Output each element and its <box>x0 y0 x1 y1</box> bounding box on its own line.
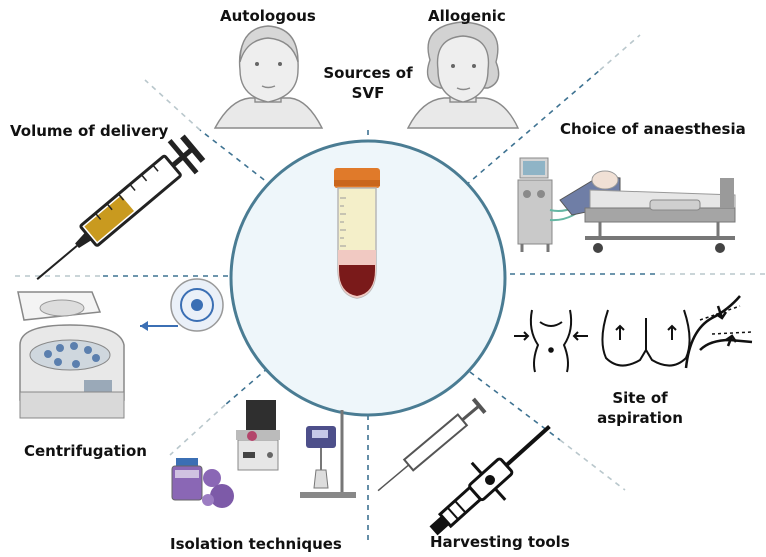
cannula-icon <box>429 424 551 536</box>
torso-icon <box>514 309 588 373</box>
harvesting-syringe-icon <box>377 397 487 492</box>
rotation-icon <box>140 278 224 332</box>
factor-centrifugation-label: Centrifugation <box>24 442 147 460</box>
divider-lines <box>10 34 766 540</box>
factor-site-line2: aspiration <box>597 409 683 427</box>
source-allogenic-label: Allogenic <box>428 7 506 25</box>
divider-lower-left-fade <box>169 404 226 456</box>
anaesthesia-bed-icon <box>517 157 736 253</box>
factor-anaesthesia-label: Choice of anaesthesia <box>560 120 746 138</box>
isolation-bottle-icon <box>171 458 234 508</box>
autologous-person-icon <box>213 25 324 129</box>
center-title-line2: SVF <box>351 84 385 102</box>
flank-icon <box>684 295 753 369</box>
factor-isolation-label: Isolation techniques <box>170 535 342 553</box>
divider-upper-left <box>199 129 273 187</box>
divider-upper-right <box>457 69 601 193</box>
factor-harvesting-label: Harvesting tools <box>430 533 570 551</box>
centrifuge-icon <box>17 291 125 419</box>
divider-upper-left-fade <box>144 79 201 131</box>
divider-lower-left <box>224 367 269 406</box>
buttocks-icon <box>601 309 691 367</box>
factor-site-line1: Site of <box>612 389 668 407</box>
centrifuge-tube-icon <box>334 168 380 299</box>
factor-volume-label: Volume of delivery <box>10 122 169 140</box>
source-autologous-label: Autologous <box>220 7 316 25</box>
delivery-syringe-icon <box>36 134 206 280</box>
divider-lower-right <box>461 365 561 441</box>
center-title-line1: Sources of <box>323 64 413 82</box>
allogenic-person-icon <box>406 21 520 129</box>
divider-upper-right-fade <box>599 34 641 71</box>
isolation-device-icon <box>236 400 280 471</box>
homogenizer-icon <box>300 410 356 498</box>
divider-lower-right-fade <box>559 439 626 491</box>
